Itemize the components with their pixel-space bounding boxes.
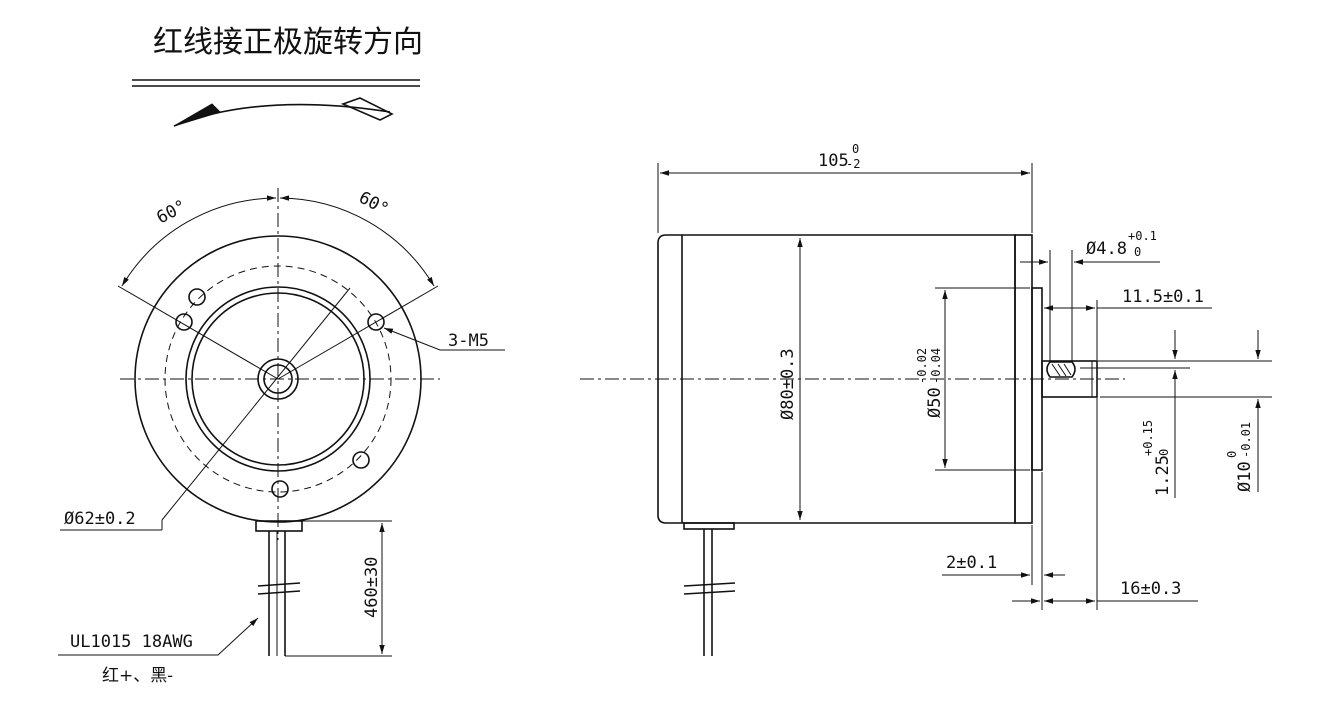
wire-break-2 [257,590,301,595]
cable-outlet [255,520,303,532]
mount-hole [175,313,193,331]
mount-hole [188,288,206,306]
thread-holes-label: 3-M5 [448,331,489,351]
svg-text:-0.01: -0.01 [1239,422,1253,458]
pilot-diameter-label: Ø50 -0.02 -0.04 [915,348,945,418]
pilot-height-label: 2±0.1 [946,553,997,573]
motor-body [657,234,1016,524]
wire-break-1 [257,582,301,587]
length-label: 105 0 -2 [818,142,860,171]
bolt-circle [164,265,392,493]
svg-text:1.25: 1.25 [1153,455,1173,496]
angle-ray-left [117,285,279,380]
flange-diameter-label: Ø62±0.2 [64,509,136,529]
mount-hole [367,313,385,331]
key-width-label: Ø4.8 +0.1 0 [1086,229,1157,259]
angle-arc-right [279,195,435,287]
svg-text:-0.02: -0.02 [915,348,929,384]
body-diameter-label: Ø80±0.3 [778,348,798,420]
key-depth-label: 1.25 +0.15 0 [1141,420,1173,496]
svg-text:+0.1: +0.1 [1128,229,1157,243]
shaft-circle [263,364,293,394]
rotation-arrow-icon [173,97,394,127]
mount-hole [271,480,289,498]
svg-text:-2: -2 [846,157,860,171]
wire-spec-leader [58,617,259,656]
shaft-key [1046,361,1076,378]
angle-arc-left [121,195,277,287]
svg-text:0: 0 [852,142,859,156]
key-length-label: 11.5±0.1 [1122,287,1204,307]
flange-outer-circle [134,235,422,523]
diameter-leader [161,287,351,521]
svg-text:Ø10: Ø10 [1235,461,1255,492]
angle-ray-right [277,285,439,380]
shaft-circle-outer [257,358,299,400]
wire-colors-label: 红+、黑- [102,666,173,686]
svg-text:0: 0 [1157,449,1171,456]
rotation-direction: 红线接正极旋转方向 [132,25,423,127]
svg-text:0: 0 [1134,245,1141,259]
svg-text:Ø50: Ø50 [925,387,945,418]
mount-hole [352,451,370,469]
svg-text:0: 0 [1225,451,1239,458]
front-view: 60° 60° 3-M5 Ø62±0.2 460±30 UL1015 18AWG… [58,188,505,686]
thread-leader [383,327,505,351]
wire-spec-label: UL1015 18AWG [70,632,193,652]
shaft-diameter-label: Ø10 0 -0.01 [1225,422,1255,492]
angle-right-label: 60° [355,188,392,220]
svg-text:Ø4.8: Ø4.8 [1086,239,1127,259]
pilot-inner-circle [191,292,365,466]
side-view: 105 0 -2 Ø80±0.3 Ø50 -0.02 -0.04 Ø4.8 +0… [580,142,1272,656]
lead-length-label: 460±30 [362,557,382,618]
svg-text:-0.04: -0.04 [929,348,943,384]
rotation-caption: 红线接正极旋转方向 [153,25,423,60]
pilot-circle [185,286,371,472]
svg-text:+0.15: +0.15 [1141,420,1155,456]
side-cable-outlet [683,522,735,530]
svg-text:105: 105 [818,151,849,171]
shaft-length-label: 16±0.3 [1120,579,1181,599]
shaft [1041,360,1098,398]
